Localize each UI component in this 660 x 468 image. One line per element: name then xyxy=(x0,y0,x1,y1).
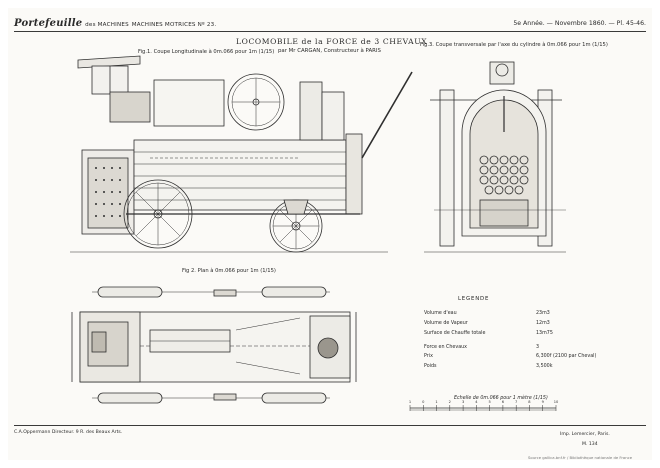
scale-tick-label: 0 xyxy=(422,400,425,404)
scale-tick-label: 1 xyxy=(435,400,437,404)
scale-tick-label: 8 xyxy=(528,400,531,404)
fig1-longitudinal-section xyxy=(70,55,413,253)
plate-subtitle: par Mr CARGAN, Constructeur à PARIS xyxy=(278,48,381,54)
footer-publisher: C.A.Oppermann Directeur. 9 R. des Beaux … xyxy=(14,430,123,435)
poids-label: Poids xyxy=(424,364,437,369)
plate-title: LOCOMOBILE de la FORCE de 3 CHEVAUX xyxy=(236,37,428,46)
fig3-transverse-section xyxy=(424,61,566,253)
legend-row-value: 12m3 xyxy=(536,321,550,326)
legend-row-label: Volume de Vapeur xyxy=(424,321,468,326)
scale-tick-label: 5 xyxy=(488,400,490,404)
scale-tick-label: 10 xyxy=(554,400,559,404)
brand-name: Portefeuille xyxy=(14,18,83,29)
scale-label: Echelle de 0m.066 pour 1 mètre (1/15) xyxy=(454,396,548,401)
fig1-caption: Fig.1. Coupe Longitudinale à 0m.066 pour… xyxy=(138,49,275,55)
scale-tick-label: 7 xyxy=(515,400,517,404)
legend-row-label: Volume d'eau xyxy=(424,311,457,316)
source-credit: Source gallica.bnf.fr / Bibliothèque nat… xyxy=(528,455,633,460)
footer-printer: Imp. Lemercier, Paris. xyxy=(560,432,610,437)
scale-tick-label: 9 xyxy=(542,400,545,404)
scale-tick-label: 6 xyxy=(502,400,505,404)
legend-row-value: 13m75 xyxy=(536,331,553,336)
scale-bar xyxy=(410,407,556,411)
plate-number: M. 134 xyxy=(582,442,598,447)
poids-value: 3,500k xyxy=(536,364,553,369)
top-rule xyxy=(14,31,646,32)
legend-row-value: 23m3 xyxy=(536,311,550,316)
scale-tick-label: 1 xyxy=(409,400,411,404)
header-section: MACHINES MOTRICES Nº 23. xyxy=(131,22,217,28)
header-right: 5e Année. — Novembre 1860. — Pl. 45-46. xyxy=(513,20,646,27)
bottom-rule xyxy=(14,425,646,426)
header-left: Portefeuille des MACHINES MACHINES MOTRI… xyxy=(14,18,216,29)
fig3-caption: Fig.3. Coupe transversale par l'axe du c… xyxy=(420,42,608,48)
fig2-plan-view xyxy=(71,286,357,404)
header-mid: des MACHINES xyxy=(85,22,129,28)
prix-value: 6,300f (2100 par Cheval) xyxy=(536,354,597,359)
scale-tick-label: 2 xyxy=(449,400,451,404)
force-value: 3 xyxy=(536,345,540,350)
legend-title: LEGENDE xyxy=(458,296,490,302)
force-label: Force en Chevaux xyxy=(424,345,468,350)
fig2-caption: Fig 2. Plan à 0m.066 pour 1m (1/15) xyxy=(182,268,276,274)
legend-row-label: Surface de Chauffe totale xyxy=(424,331,486,336)
fig1-rear-wheel xyxy=(123,179,193,249)
prix-label: Prix xyxy=(424,354,433,359)
scale-tick-label: 3 xyxy=(462,400,464,404)
scale-tick-label: 4 xyxy=(475,400,478,404)
